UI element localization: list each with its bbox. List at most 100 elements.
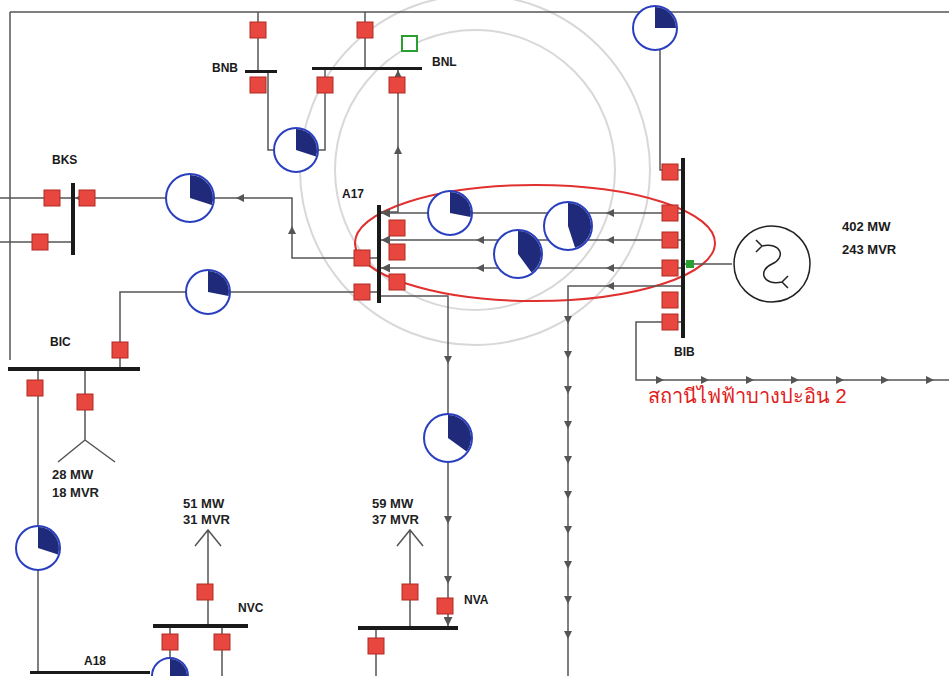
load-value: 31 MVR — [183, 513, 230, 526]
breaker — [27, 380, 43, 396]
connector-line — [75, 198, 377, 258]
flow-arrow — [606, 264, 614, 272]
breaker — [317, 77, 333, 93]
bus-bar: BKS — [71, 183, 75, 255]
breaker — [250, 22, 266, 38]
flow-arrow — [564, 561, 572, 569]
flow-arrow — [444, 576, 452, 584]
load-value: 59 MW — [372, 497, 413, 510]
breaker — [214, 634, 230, 650]
breaker — [389, 244, 405, 260]
wire — [258, 12, 365, 70]
breaker — [44, 190, 60, 206]
breaker — [389, 220, 405, 236]
flow-arrow — [288, 226, 296, 234]
power-value: 402 MW — [842, 220, 890, 233]
flow-arrow — [926, 376, 934, 384]
station-name: สถานีไฟฟ้าบางปะอิน 2 — [648, 386, 847, 406]
flow-pie — [633, 6, 677, 50]
breaker — [354, 284, 370, 300]
generator-symbol: 402 MW243 MVR — [732, 224, 812, 304]
flow-arrow — [791, 376, 799, 384]
flow-arrow — [881, 376, 889, 384]
flow-arrow — [564, 526, 572, 534]
flow-pie — [16, 526, 60, 570]
connector-line — [120, 292, 377, 367]
breaker — [79, 190, 95, 206]
flow-arrow — [476, 264, 484, 272]
flow-arrow — [701, 376, 709, 384]
bus-bar: A18 — [30, 671, 150, 674]
flow-arrow — [606, 236, 614, 244]
breaker — [368, 638, 384, 654]
breaker — [162, 634, 178, 650]
flow-arrow — [564, 596, 572, 604]
breaker — [662, 164, 678, 180]
connector-line — [381, 212, 681, 214]
flow-arrow — [564, 421, 572, 429]
wires — [0, 12, 949, 676]
bus-bar: A17 — [377, 205, 381, 303]
flow-arrow — [564, 491, 572, 499]
flow-arrow — [656, 376, 664, 384]
flow-pie — [494, 230, 542, 278]
closed-breaker — [686, 260, 694, 268]
bus-name: NVA — [464, 594, 488, 606]
breaker — [389, 77, 405, 93]
breaker — [662, 314, 678, 330]
bus-bar: BIC — [8, 367, 140, 371]
flow-pie — [166, 174, 214, 222]
flow-pie — [152, 658, 188, 676]
bus-bar: BNL — [312, 67, 422, 70]
power-value: 243 MVR — [842, 243, 896, 256]
bus-name: A17 — [342, 188, 364, 200]
flow-arrow — [564, 351, 572, 359]
breaker — [357, 22, 373, 38]
flow-arrow — [444, 516, 452, 524]
bus-name: BNL — [432, 56, 457, 68]
breaker — [662, 260, 678, 276]
flow-arrow — [476, 236, 484, 244]
wire — [568, 286, 681, 676]
flow-arrow — [564, 456, 572, 464]
flow-pie — [186, 270, 230, 314]
bus-name: BIB — [674, 346, 695, 358]
breaker — [32, 234, 48, 250]
flow-pie — [424, 414, 472, 462]
breaker — [402, 584, 418, 600]
bus-name: A18 — [84, 655, 106, 667]
breaker — [112, 342, 128, 358]
flow-arrow — [564, 386, 572, 394]
flow-pie — [544, 202, 592, 250]
flow-arrow — [836, 376, 844, 384]
bus-bar: NVA — [358, 626, 458, 630]
breaker — [389, 274, 405, 290]
bus-name: BKS — [52, 154, 77, 166]
breaker — [77, 394, 93, 410]
flow-arrow — [564, 316, 572, 324]
bus-bar: NVC — [153, 624, 248, 628]
connector-line — [37, 371, 39, 671]
bus-name: BIC — [50, 336, 71, 348]
flow-pie — [428, 191, 472, 235]
flow-arrow — [746, 376, 754, 384]
wire — [10, 12, 949, 360]
bus-bar: BIB — [681, 158, 685, 338]
connector-line — [381, 296, 448, 626]
wire — [170, 628, 376, 676]
bus-name: NVC — [238, 602, 263, 614]
load-symbol — [195, 530, 221, 624]
flow-arrow — [564, 631, 572, 639]
bus-name: BNB — [212, 62, 238, 74]
highlight-ellipse — [355, 185, 715, 301]
load-value: 51 MW — [183, 497, 224, 510]
breaker — [354, 250, 370, 266]
flow-pie — [274, 128, 318, 172]
breaker — [662, 232, 678, 248]
flow-arrow — [236, 194, 244, 202]
watermark — [300, 0, 650, 345]
